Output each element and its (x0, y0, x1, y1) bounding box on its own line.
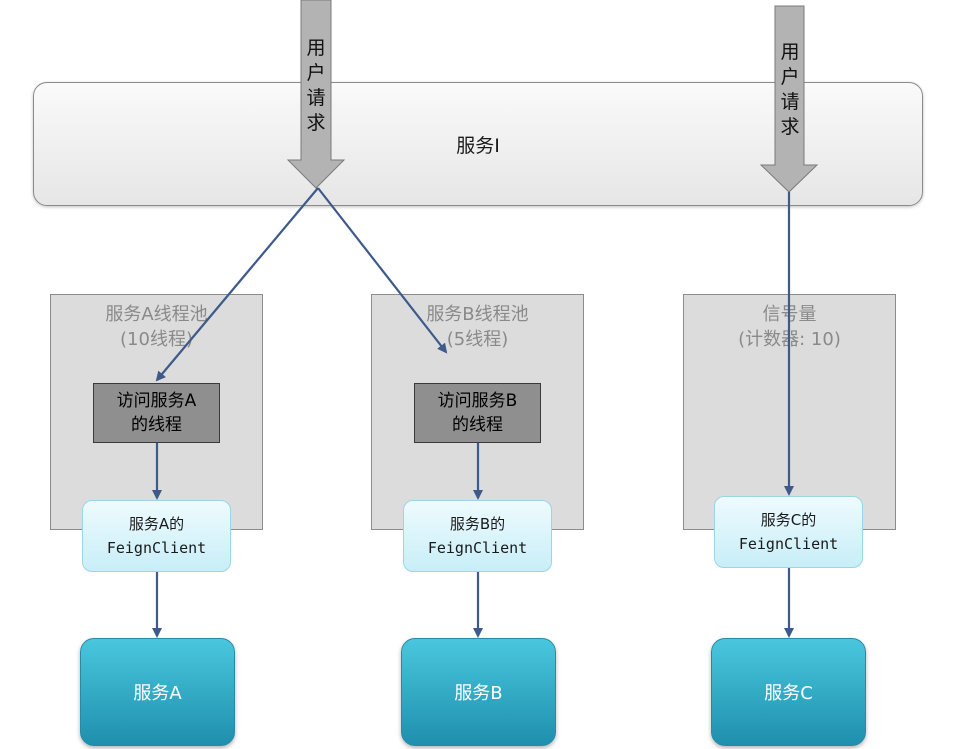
feign-a-line1: 服务A的 (128, 515, 185, 533)
pool-b-title: 服务B线程池 (426, 304, 529, 325)
route-to-pool-b (317, 187, 448, 354)
request-char: 请 (780, 91, 800, 113)
request-char: 请 (306, 87, 326, 109)
pool-b-subtitle: (5线程) (446, 329, 509, 350)
feign-b-line1: 服务B的 (449, 515, 506, 533)
feign-c-box: 服务C的 FeignClient (714, 496, 863, 568)
feign-b-line2: FeignClient (427, 539, 528, 557)
thread-b-line1: 访问服务B (437, 391, 518, 411)
feign-b-box: 服务B的 FeignClient (403, 500, 552, 572)
service-a-label: 服务A (133, 683, 182, 704)
request-label-right: 用 户 请 求 (778, 40, 802, 140)
request-arrow-right (759, 5, 819, 193)
request-char: 户 (780, 66, 800, 88)
service-a-box: 服务A (80, 638, 235, 746)
request-char: 户 (306, 62, 326, 84)
pool-a-subtitle: (10线程) (120, 329, 193, 350)
thread-a-line1: 访问服务A (116, 391, 197, 411)
pool-a-title: 服务A线程池 (105, 304, 208, 325)
route-to-pool-a (155, 187, 319, 382)
feign-a-line2: FeignClient (106, 539, 207, 557)
request-char: 求 (780, 116, 800, 138)
service-b-box: 服务B (401, 638, 556, 746)
thread-a-line2: 的线程 (131, 415, 182, 435)
request-arrow-left (286, 0, 346, 189)
service-i-label: 服务I (456, 134, 500, 157)
thread-b-line2: 的线程 (452, 415, 503, 435)
thread-b-box: 访问服务B 的线程 (414, 383, 541, 443)
feign-a-box: 服务A的 FeignClient (82, 500, 231, 572)
service-c-box: 服务C (711, 638, 866, 746)
request-label-left: 用 户 请 求 (304, 36, 328, 136)
request-char: 用 (306, 37, 326, 59)
feign-c-line2: FeignClient (738, 535, 839, 553)
request-char: 求 (306, 112, 326, 134)
request-char: 用 (780, 41, 800, 63)
feign-c-line1: 服务C的 (760, 511, 817, 529)
service-b-label: 服务B (454, 683, 503, 704)
thread-a-box: 访问服务A 的线程 (93, 383, 220, 443)
service-c-label: 服务C (764, 683, 813, 704)
